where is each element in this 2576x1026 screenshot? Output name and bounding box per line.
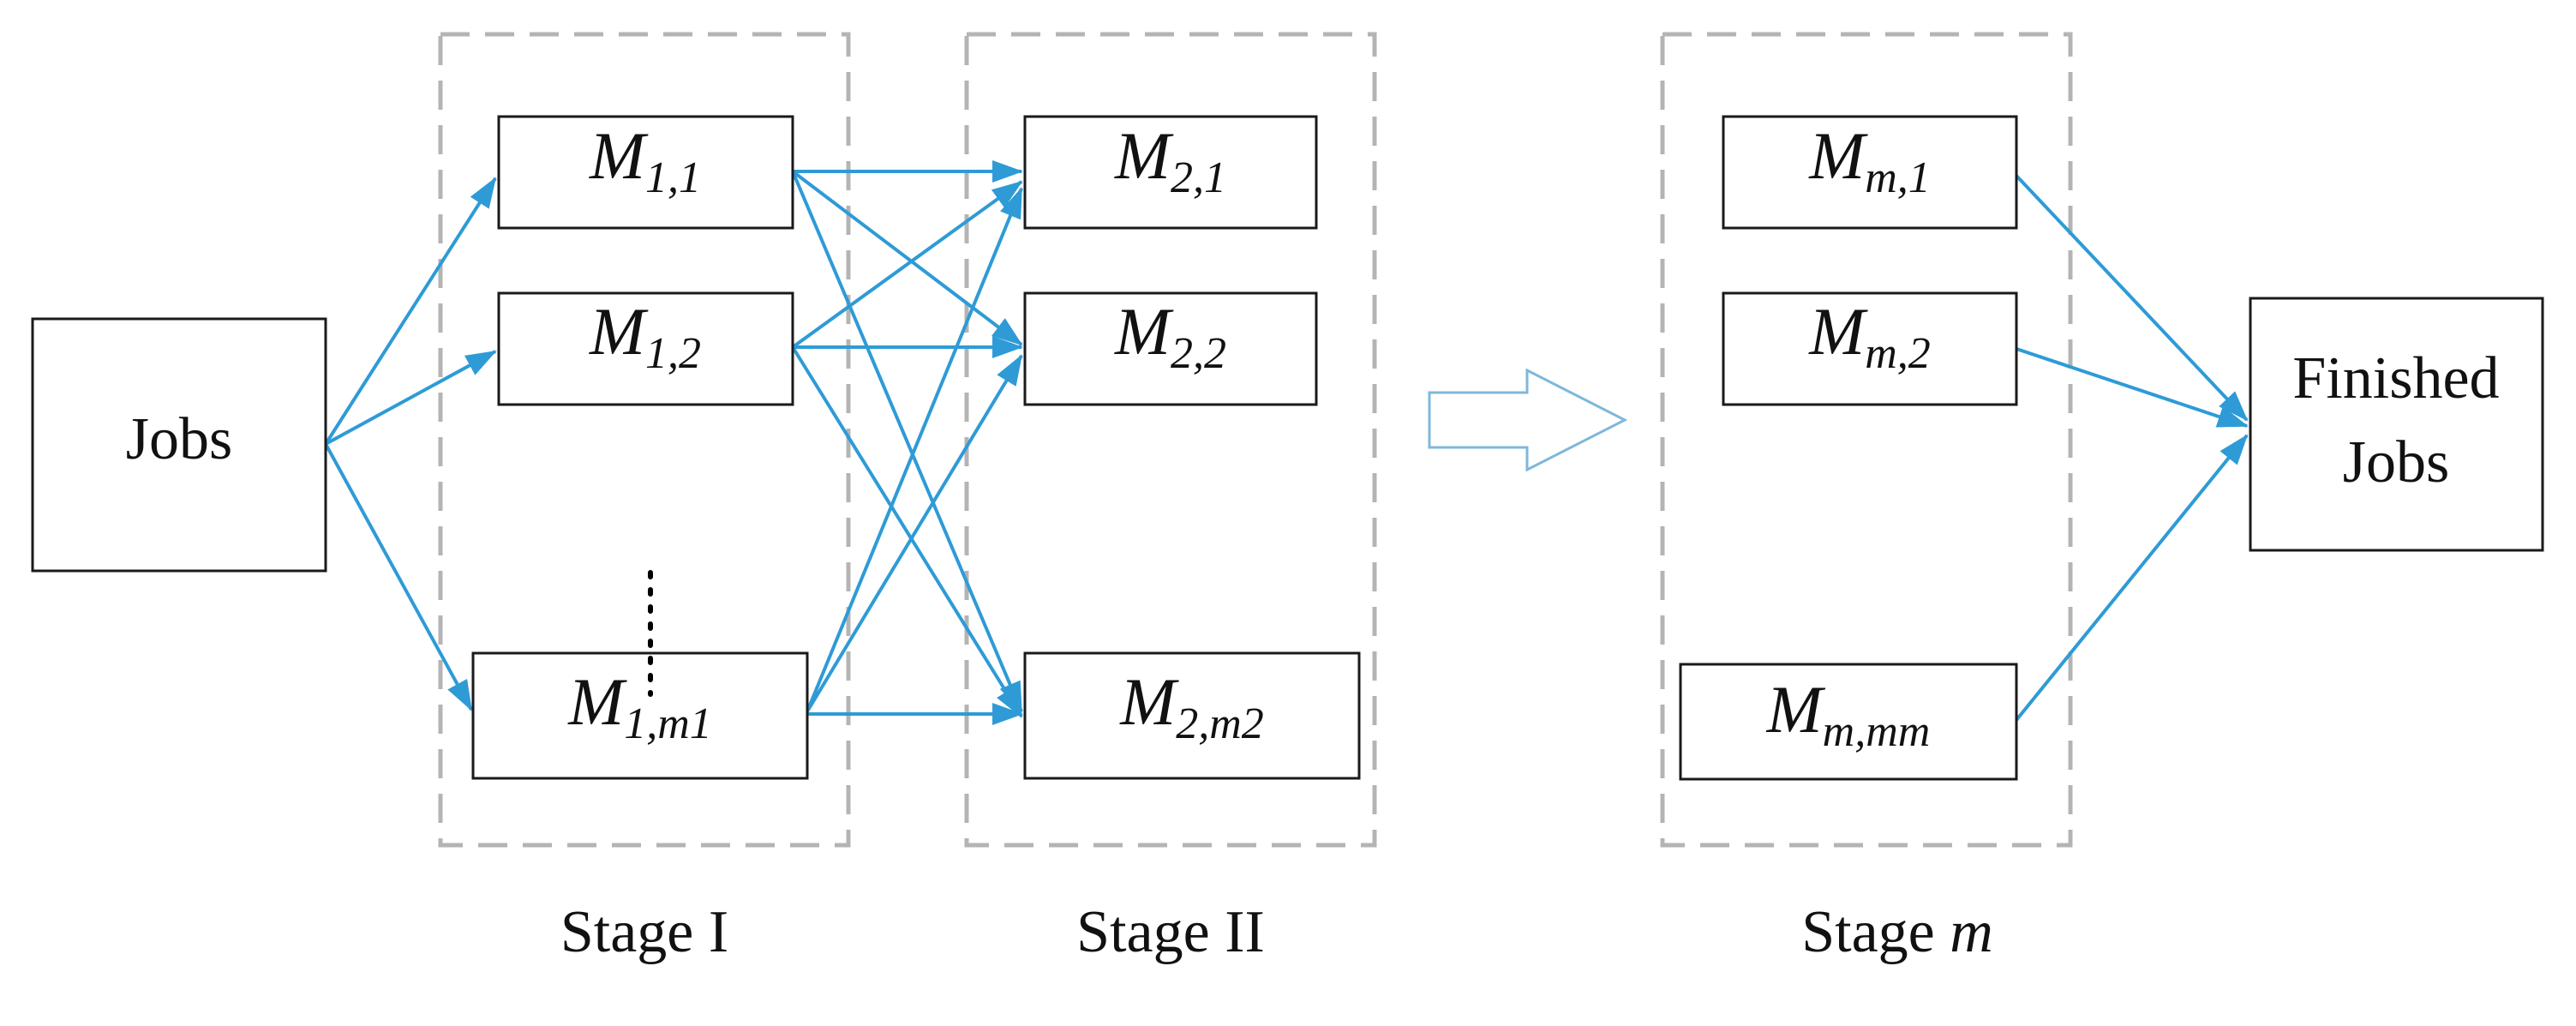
machine-box-2-1: [1023, 115, 1318, 230]
machine-label-m-2: Mm,2: [1808, 294, 1931, 378]
arrow-jobs-to-m1m1: [324, 443, 473, 711]
arrow-m12-to-m2m2: [791, 345, 1023, 718]
arrow-mm1-to-finished: [2015, 174, 2249, 422]
machine-box-m-2: [1722, 291, 2018, 406]
machine-box-1-m1: [471, 651, 809, 780]
machine-box-2-2: [1023, 291, 1318, 406]
arrow-jobs-to-m12: [325, 350, 497, 446]
machine-label-m-1: Mm,1: [1808, 118, 1931, 202]
arrow-mmmm-to-finished: [2015, 434, 2249, 722]
jobs-label: Jobs: [126, 406, 232, 472]
machine-box-m-1: [1722, 115, 2018, 230]
machine-label-1-m1: M1,m1: [567, 664, 712, 748]
machine-label-2-1: M2,1: [1114, 118, 1226, 202]
machine-label-2-m2: M2,m2: [1119, 664, 1264, 748]
arrow-jobs-to-m11: [324, 177, 497, 446]
arrow-m12-to-m21: [791, 180, 1023, 349]
stage-m-frame: [1660, 32, 2073, 848]
machine-box-2-m2: [1023, 651, 1361, 780]
finished-jobs-label-line1: Finished: [2292, 345, 2499, 411]
machine-label-1-1: M1,1: [589, 118, 701, 202]
stage-m-label: Stage m: [1801, 899, 1993, 965]
finished-jobs-box: [2249, 297, 2544, 552]
arrow-mm2-to-finished: [2016, 347, 2249, 428]
arrow-m11-to-m2m2: [791, 171, 1023, 713]
arrow-m1m1-to-m21: [806, 187, 1023, 712]
stage-1-label: Stage I: [560, 899, 728, 965]
machine-label-m-mm: Mm,mm: [1766, 672, 1931, 756]
machine-label-2-2: M2,2: [1114, 294, 1226, 378]
stage-2-label: Stage II: [1076, 899, 1265, 965]
machine-box-1-1: [497, 115, 794, 230]
jobs-box: [31, 317, 327, 573]
machine-box-m-mm: [1679, 663, 2018, 781]
arrow-m11-to-m22: [791, 170, 1023, 346]
arrow-m1m1-to-m22: [806, 354, 1023, 713]
machine-box-1-2: [497, 291, 794, 406]
connectors: [324, 160, 2249, 725]
next-stage-arrow-icon: [1428, 368, 1628, 472]
machine-label-1-2: M1,2: [589, 294, 701, 378]
stage-2-frame: [964, 32, 1377, 848]
finished-jobs-label-line2: Jobs: [2343, 429, 2449, 495]
